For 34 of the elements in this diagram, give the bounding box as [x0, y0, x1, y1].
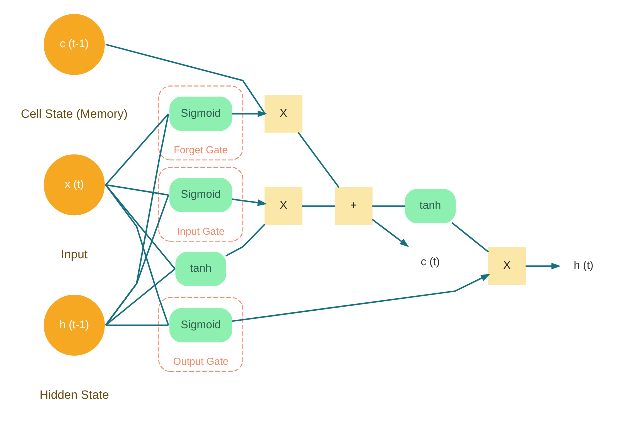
connector	[298, 132, 340, 188]
node-label: Cell State (Memory)	[21, 107, 128, 122]
arrow	[372, 219, 410, 248]
node-box: X	[264, 95, 303, 133]
node-box: tanh	[176, 252, 226, 286]
node-text: c (t)	[421, 256, 440, 269]
node-box: tanh	[405, 189, 456, 224]
node-box: Sigmoid	[170, 308, 232, 343]
connector	[105, 114, 170, 186]
connector	[106, 324, 169, 326]
connector	[106, 44, 266, 114]
connector	[106, 184, 169, 196]
node-box: X	[488, 247, 526, 286]
node-box: +	[334, 187, 373, 226]
connector	[302, 206, 336, 208]
connector	[105, 268, 176, 326]
node-circle: x (t)	[44, 154, 105, 216]
arrow	[232, 198, 268, 206]
arrow	[526, 263, 562, 270]
connector	[452, 222, 490, 253]
node-text: h (t)	[574, 260, 594, 272]
node-label: Input	[61, 247, 88, 262]
node-circle: c (t-1)	[44, 14, 105, 76]
node-box: Sigmoid	[170, 96, 232, 132]
connector	[105, 114, 170, 326]
node-box: Sigmoid	[170, 178, 232, 212]
node-box: X	[264, 187, 303, 226]
node-circle: h (t-1)	[44, 295, 105, 356]
node-label: Hidden State	[40, 388, 110, 402]
connector	[226, 224, 266, 257]
connector	[105, 184, 176, 270]
connector	[372, 206, 406, 208]
arrow	[232, 110, 268, 118]
arrow	[232, 274, 491, 322]
